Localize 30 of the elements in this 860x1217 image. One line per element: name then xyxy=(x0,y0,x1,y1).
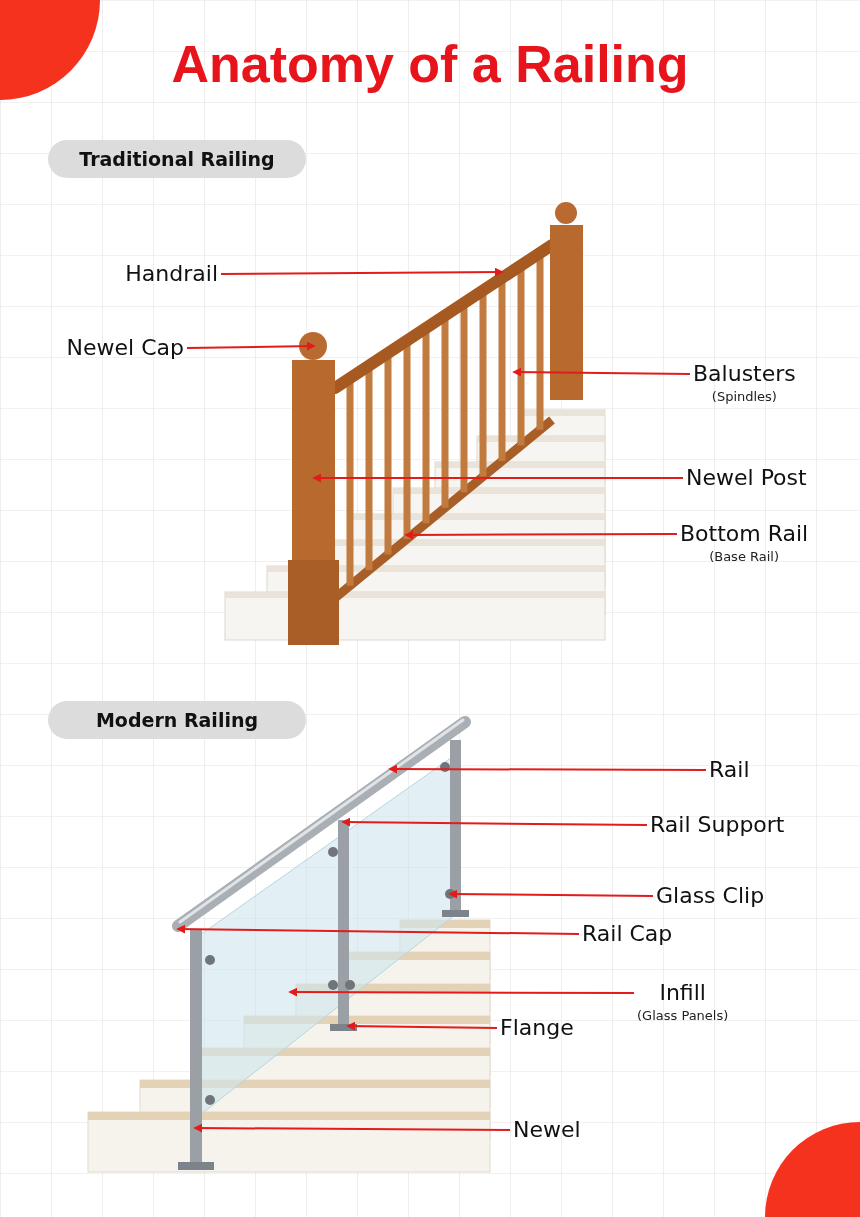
part-label: Balusters xyxy=(693,360,796,388)
section-heading-pill: Modern Railing xyxy=(48,701,306,739)
part-label: Newel Post xyxy=(686,462,807,494)
leader-line xyxy=(312,473,684,483)
leader-line xyxy=(176,924,580,935)
part-label: Rail xyxy=(709,754,750,786)
leader-line xyxy=(404,530,678,540)
part-alternate-name: (Spindles) xyxy=(711,390,777,404)
part-label: Rail Support xyxy=(650,809,785,841)
part-label: Infill xyxy=(659,979,706,1007)
part-label: Newel xyxy=(513,1114,581,1146)
leader-line xyxy=(288,987,635,997)
part-alternate-name: (Base Rail) xyxy=(709,550,780,564)
leader-line xyxy=(220,267,504,277)
part-label: Glass Clip xyxy=(656,880,765,912)
title: Anatomy of a Railing xyxy=(171,34,689,95)
part-label: Handrail xyxy=(125,258,218,290)
leader-line xyxy=(448,889,654,899)
part-label: Newel Cap xyxy=(66,332,184,364)
leader-line xyxy=(341,817,648,827)
part-label: Bottom Rail xyxy=(680,520,809,548)
leader-line xyxy=(388,764,707,774)
part-alternate-name: (Glass Panels) xyxy=(637,1009,729,1023)
part-label: Rail Cap xyxy=(582,918,673,950)
leader-line xyxy=(512,367,691,377)
leader-line xyxy=(346,1021,498,1031)
leader-line xyxy=(186,341,316,351)
part-label: Flange xyxy=(500,1012,574,1044)
section-heading-pill: Traditional Railing xyxy=(48,140,306,178)
leader-line xyxy=(193,1123,511,1133)
